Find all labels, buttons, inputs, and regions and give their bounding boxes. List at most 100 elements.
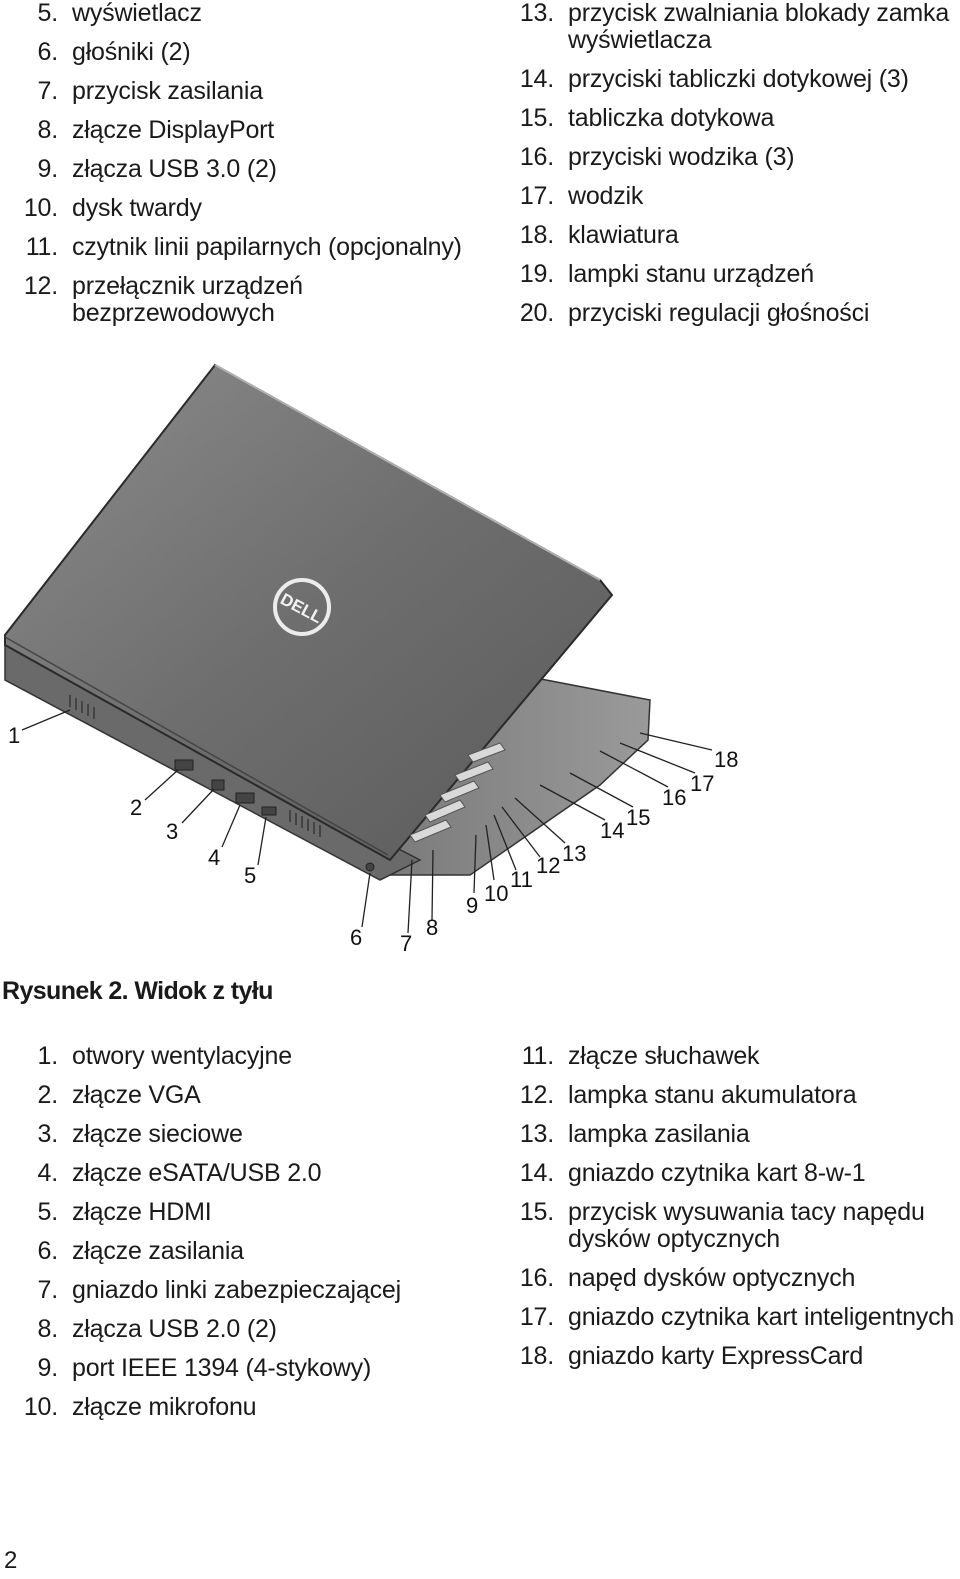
- list-item: 16.przyciski wodzika (3): [500, 144, 955, 171]
- item-number: 5.: [37, 0, 59, 27]
- item-number: 15.: [519, 1198, 554, 1226]
- list-item: 14. przyciski tabliczki dotykowej (3): [500, 66, 955, 93]
- item-text: dysk twardy: [72, 194, 202, 222]
- item-number: 2.: [37, 1081, 59, 1109]
- item-text: wyświetlacz: [72, 0, 202, 27]
- list-item: 11. złącze słuchawek: [500, 1043, 955, 1070]
- item-text: złącze sieciowe: [72, 1120, 243, 1148]
- callout-10: 10: [484, 881, 508, 906]
- top-legend-right: 13. przycisk zwalniania blokady zamka wyś…: [500, 0, 955, 339]
- item-text: port IEEE 1394 (4-stykowy): [72, 1354, 372, 1382]
- item-number: 15.: [519, 104, 554, 132]
- item-text: gniazdo linki zabezpieczającej: [72, 1276, 401, 1304]
- list-item: 10.złącze mikrofonu: [4, 1394, 474, 1421]
- callout-11: 11: [510, 867, 533, 892]
- list-item: 15. przycisk wysuwania tacy napędu dysków…: [500, 1199, 955, 1253]
- list-item: 9. port IEEE 1394 (4-stykowy): [4, 1355, 474, 1382]
- callout-4: 4: [208, 845, 220, 870]
- top-legend-left: 5. wyświetlacz 6. głośniki (2) 7. przycisk za…: [4, 0, 474, 339]
- item-number: 8.: [37, 1315, 59, 1343]
- callout-13: 13: [562, 841, 586, 866]
- list-item: 10.dysk twardy: [4, 195, 474, 222]
- item-text: napęd dysków optycznych: [568, 1264, 856, 1292]
- item-number: 14.: [519, 65, 554, 93]
- item-text: wodzik: [568, 182, 644, 210]
- item-text: złącze eSATA/USB 2.0: [72, 1159, 322, 1187]
- list-item: 6. złącze zasilania: [4, 1238, 474, 1265]
- list-item: 9. złącza USB 3.0 (2): [4, 156, 474, 183]
- figure-caption: Rysunek 2. Widok z tyłu: [2, 977, 273, 1005]
- item-text: lampka zasilania: [568, 1120, 750, 1148]
- item-text: przycisk zwalniania blokady zamka wyświe…: [568, 0, 950, 54]
- list-item: 1.otwory wentylacyjne: [4, 1043, 474, 1070]
- callout-labels: 1 2 3 4 5 6 7 8 9 10 11 12 13 14 15 16 1…: [8, 723, 738, 956]
- item-number: 12.: [23, 272, 58, 300]
- item-text: lampka stanu akumulatora: [568, 1081, 857, 1109]
- item-number: 17.: [519, 1303, 554, 1331]
- list-item: 5. wyświetlacz: [4, 0, 474, 27]
- list-item: 15.tabliczka dotykowa: [500, 105, 955, 132]
- item-text: otwory wentylacyjne: [72, 1042, 292, 1070]
- item-number: 4.: [37, 1159, 59, 1187]
- list-item: 8.złącza USB 2.0 (2): [4, 1316, 474, 1343]
- rear-vents: [69, 695, 321, 837]
- list-item: 7. przycisk zasilania: [4, 78, 474, 105]
- list-item: 5.złącze HDMI: [4, 1199, 474, 1226]
- item-text: przyciski tabliczki dotykowej (3): [568, 65, 909, 93]
- item-text: głośniki (2): [72, 38, 191, 66]
- item-number: 9.: [37, 1354, 59, 1382]
- item-text: przełącznik urządzeń bezprzewodowych: [72, 272, 303, 327]
- item-number: 10.: [23, 1393, 58, 1421]
- item-number: 9.: [37, 155, 59, 183]
- item-number: 7.: [37, 77, 59, 105]
- item-number: 18.: [519, 1342, 554, 1370]
- item-number: 8.: [37, 116, 59, 144]
- item-number: 6.: [37, 1237, 59, 1265]
- bottom-legend-right: 11. złącze słuchawek 12. lampka stanu akumu…: [500, 1043, 955, 1382]
- list-item: 18. klawiatura: [500, 222, 955, 249]
- callout-14: 14: [600, 818, 624, 843]
- item-number: 13.: [519, 1120, 554, 1148]
- item-text: przyciski wodzika (3): [568, 143, 795, 171]
- item-number: 13.: [519, 0, 554, 27]
- callout-17: 17: [690, 771, 714, 796]
- item-number: 3.: [37, 1120, 59, 1148]
- list-item: 4. złącze eSATA/USB 2.0: [4, 1160, 474, 1187]
- side-ports: [409, 742, 506, 843]
- list-item: 14.gniazdo czytnika kart 8-w-1: [500, 1160, 955, 1187]
- item-text: gniazdo czytnika kart 8-w-1: [568, 1159, 866, 1187]
- item-number: 11.: [521, 1042, 555, 1070]
- callout-1: 1: [8, 723, 20, 748]
- list-item: 7.gniazdo linki zabezpieczającej: [4, 1277, 474, 1304]
- callout-16: 16: [662, 785, 686, 810]
- callout-6: 6: [350, 925, 362, 950]
- item-text: gniazdo karty ExpressCard: [568, 1342, 864, 1370]
- item-text: złącze słuchawek: [568, 1042, 760, 1070]
- page-number: 2: [4, 1547, 18, 1574]
- item-text: lampki stanu urządzeń: [568, 260, 814, 288]
- callout-18: 18: [714, 747, 738, 772]
- item-text: gniazdo czytnika kart inteligentnych: [568, 1303, 955, 1331]
- list-item: 12. przełącznik urządzeń bezprzewodowych: [4, 273, 474, 327]
- callout-8: 8: [426, 915, 438, 940]
- item-text: klawiatura: [568, 221, 679, 249]
- list-item: 12. lampka stanu akumulatora: [500, 1082, 955, 1109]
- list-item: 13. przycisk zwalniania blokady zamka wyś…: [500, 0, 955, 54]
- item-text: złącze HDMI: [72, 1198, 212, 1226]
- item-text: przycisk zasilania: [72, 77, 263, 105]
- list-item: 20.przyciski regulacji głośności: [500, 300, 955, 327]
- item-text: czytnik linii papilarnych (opcjonalny): [72, 233, 462, 261]
- list-item: 8.złącze DisplayPort: [4, 117, 474, 144]
- item-number: 18.: [519, 221, 554, 249]
- item-number: 20.: [519, 299, 554, 327]
- callout-5: 5: [244, 863, 256, 888]
- item-number: 6.: [37, 38, 59, 66]
- laptop-illustration: DELL 1 2 3 4 5: [4, 363, 738, 956]
- item-text: złącza USB 3.0 (2): [72, 155, 277, 183]
- item-number: 12.: [519, 1081, 554, 1109]
- list-item: 17.wodzik: [500, 183, 955, 210]
- item-text: złącze zasilania: [72, 1237, 244, 1265]
- item-number: 16.: [519, 1264, 554, 1292]
- item-text: przycisk wysuwania tacy napędu dysków op…: [568, 1198, 925, 1253]
